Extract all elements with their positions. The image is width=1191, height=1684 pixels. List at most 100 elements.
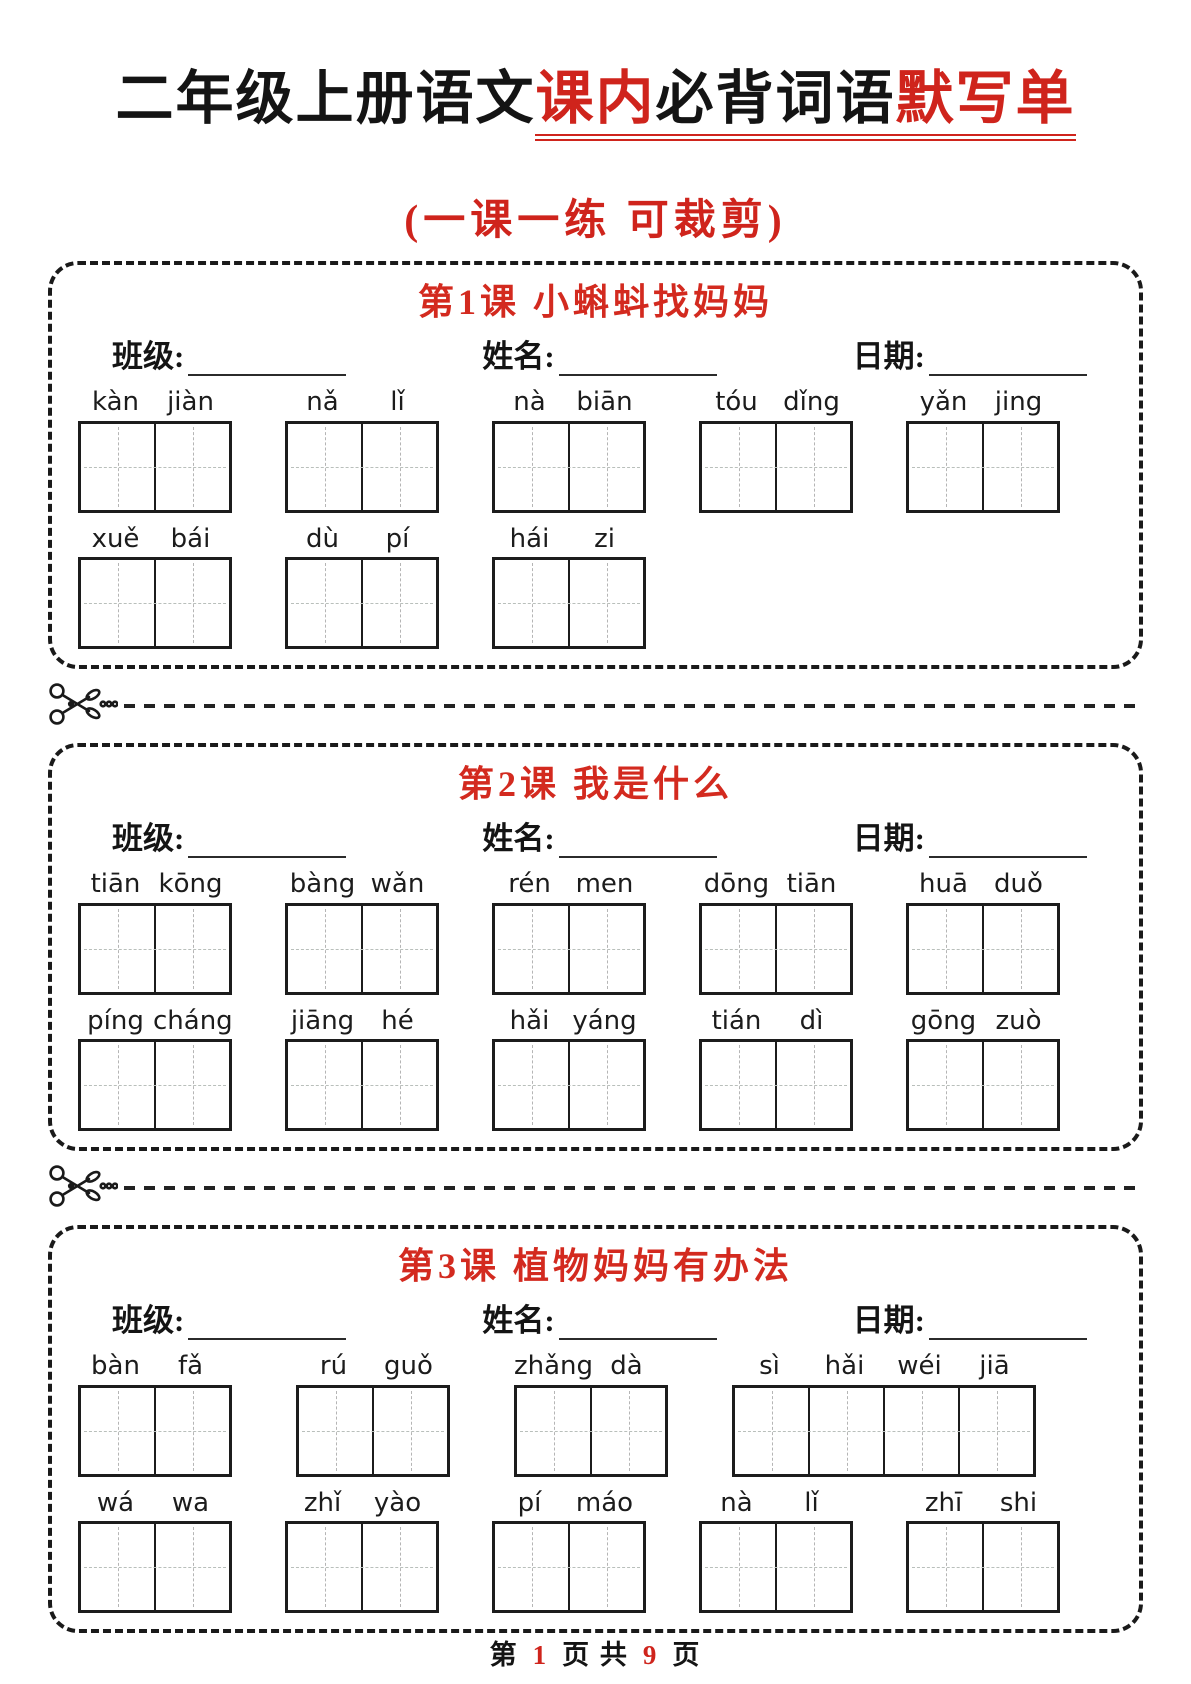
name-label: 姓名: bbox=[482, 339, 555, 375]
pinyin-syllable: lǐ bbox=[804, 1487, 819, 1518]
writing-cell bbox=[361, 1042, 436, 1129]
writing-cell bbox=[361, 560, 436, 647]
writing-grid bbox=[514, 1384, 668, 1477]
name-field: 姓名: bbox=[482, 331, 717, 377]
footer-prefix: 第 bbox=[489, 1640, 519, 1671]
pinyin-syllable: zhǐ bbox=[303, 1487, 342, 1518]
writing-cell bbox=[517, 1388, 590, 1474]
writing-cell bbox=[590, 1387, 665, 1474]
writing-cell bbox=[909, 906, 982, 992]
pinyin-syllable: hé bbox=[381, 1005, 414, 1036]
pinyin-syllable: kōng bbox=[158, 869, 223, 900]
writing-cell bbox=[909, 1042, 982, 1128]
writing-cell bbox=[81, 906, 154, 992]
pinyin-syllable: pí bbox=[517, 1487, 542, 1518]
writing-cell bbox=[702, 424, 775, 510]
writing-cell bbox=[81, 424, 154, 510]
writing-cell bbox=[361, 905, 436, 992]
writing-cell bbox=[299, 1388, 372, 1474]
writing-grid bbox=[906, 1521, 1060, 1614]
pinyin-syllable: sì bbox=[759, 1351, 780, 1382]
date-field: 日期: bbox=[853, 813, 1087, 859]
writing-cell bbox=[775, 905, 850, 992]
cut-line bbox=[48, 683, 1143, 729]
pinyin-syllable: pí bbox=[385, 523, 410, 554]
writing-cell bbox=[288, 560, 361, 646]
writing-cell bbox=[81, 1388, 154, 1474]
section-fields-row: 班级: 姓名: 日期: bbox=[78, 1295, 1113, 1341]
writing-grid bbox=[492, 420, 646, 513]
writing-grid bbox=[78, 1039, 232, 1132]
title-grade-part: 二年级上册语文 bbox=[115, 65, 536, 131]
section-fields-row: 班级:姓名:日期: bbox=[78, 331, 1113, 377]
writing-grid bbox=[285, 902, 439, 995]
class-label: 班级: bbox=[112, 339, 185, 375]
date-field: 日期: bbox=[852, 1295, 1087, 1341]
writing-grid bbox=[285, 420, 439, 513]
date-blank-line bbox=[928, 820, 1087, 859]
pinyin-syllable: shi bbox=[999, 1487, 1038, 1518]
writing-grid bbox=[285, 1039, 439, 1132]
pinyin-syllable: tóu bbox=[715, 387, 758, 418]
writing-grid bbox=[906, 902, 1060, 995]
writing-cell bbox=[702, 1524, 775, 1610]
writing-cell bbox=[81, 560, 154, 646]
pinyin-syllable: lǐ bbox=[390, 387, 405, 418]
page-title: 二年级上册语文课内必背词语默写单 bbox=[48, 63, 1143, 141]
title-red-part-2: 默写单 bbox=[895, 65, 1076, 131]
writing-grid bbox=[492, 1521, 646, 1614]
pinyin-syllable: tiān bbox=[786, 869, 837, 900]
title-black-part-2: 必背词语 bbox=[655, 65, 896, 131]
writing-cell bbox=[495, 1524, 568, 1610]
writing-cell bbox=[702, 906, 775, 992]
pinyin-syllable: nà bbox=[720, 1487, 753, 1518]
writing-grid bbox=[699, 1521, 853, 1614]
class-field: 班级: bbox=[112, 1295, 347, 1341]
date-blank-line bbox=[928, 1302, 1087, 1341]
writing-cell bbox=[495, 906, 568, 992]
class-blank-line bbox=[188, 1302, 347, 1341]
title-红-part-1: 课内 bbox=[535, 65, 656, 131]
pinyin-syllable: huā bbox=[919, 869, 968, 900]
date-label: 日期: bbox=[852, 1303, 925, 1339]
class-label: 班级: bbox=[112, 821, 185, 857]
writing-grid bbox=[78, 902, 232, 995]
scissors-icon bbox=[48, 1163, 119, 1214]
date-blank-line bbox=[928, 338, 1087, 377]
footer-middle: 页 共 bbox=[562, 1640, 629, 1671]
writing-grid bbox=[78, 1521, 232, 1614]
pinyin-syllable: hǎi bbox=[824, 1351, 865, 1382]
pinyin-syllable: zhǎng bbox=[514, 1351, 594, 1382]
pinyin-syllable: kàn bbox=[91, 387, 139, 418]
pinyin-syllable: hái bbox=[509, 523, 550, 554]
name-label: 姓名: bbox=[482, 821, 555, 857]
name-label: 姓名: bbox=[482, 1303, 555, 1339]
writing-grid bbox=[906, 420, 1060, 513]
pinyin-syllable: tiān bbox=[90, 869, 141, 900]
pinyin-syllable: nǎ bbox=[306, 387, 339, 418]
